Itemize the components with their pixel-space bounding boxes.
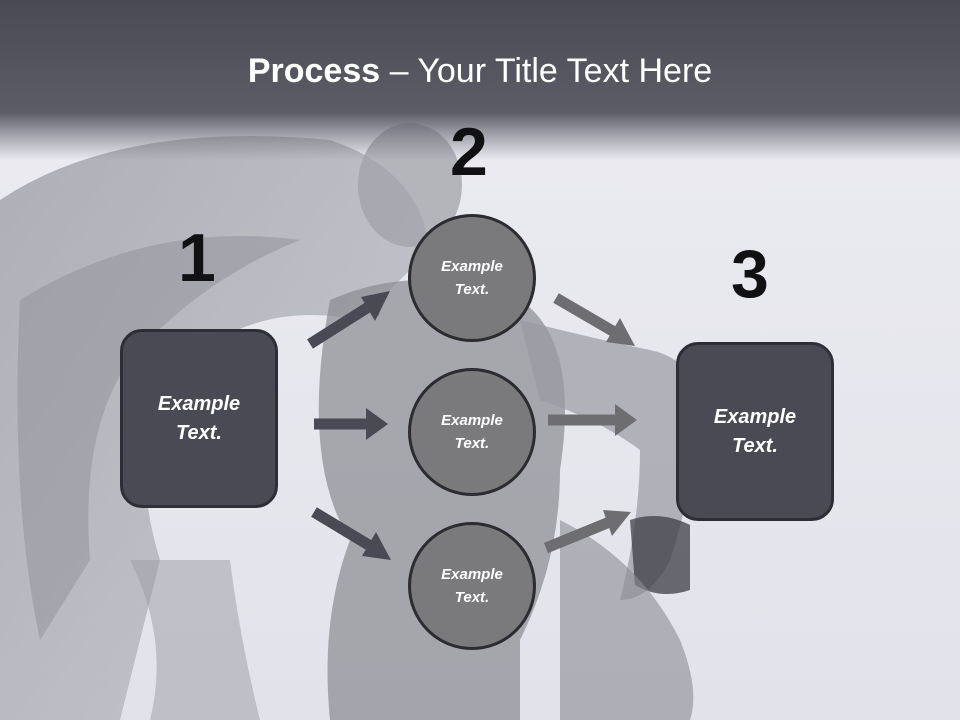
circle-top-line2: Text. [454, 281, 490, 298]
left-box-line2: Text. [176, 421, 222, 444]
circle-middle-line2: Text. [454, 435, 490, 452]
left-box-line1: Example [157, 392, 241, 415]
title-rest: – Your Title Text Here [380, 52, 713, 90]
right-box-line1: Example [713, 405, 797, 428]
circle-bottom-label: Example Text. [441, 563, 503, 609]
circle-top-label: Example Text. [441, 255, 503, 301]
circle-bottom-line1: Example [441, 566, 503, 583]
left-box-label: Example Text. [158, 390, 240, 448]
slide-title: Process – Your Title Text Here [0, 52, 960, 91]
step-number-3: 3 [731, 236, 769, 312]
circle-bottom-line2: Text. [454, 589, 490, 606]
circle-middle-line1: Example [441, 412, 503, 429]
left-box: Example Text. [120, 329, 278, 508]
header-bar [0, 0, 960, 160]
right-box-line2: Text. [732, 434, 778, 457]
circle-middle: Example Text. [408, 368, 536, 496]
right-box-label: Example Text. [714, 403, 796, 461]
step-number-2: 2 [450, 114, 488, 190]
right-box: Example Text. [676, 342, 834, 521]
circle-middle-label: Example Text. [441, 409, 503, 455]
circle-top-line1: Example [441, 258, 503, 275]
circle-bottom: Example Text. [408, 522, 536, 650]
circle-top: Example Text. [408, 214, 536, 342]
title-bold: Process [247, 52, 381, 90]
step-number-1: 1 [178, 220, 216, 296]
